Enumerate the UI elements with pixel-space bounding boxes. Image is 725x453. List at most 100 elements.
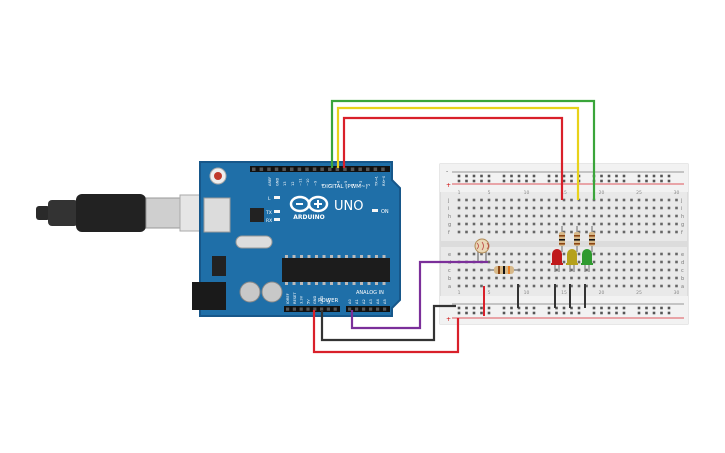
arduino-board: ARDUINO UNO DIGITAL (PWM~) POWER ANALOG … — [192, 161, 401, 317]
bb-hole — [510, 306, 513, 310]
header-hole — [381, 167, 385, 171]
bb-hole — [555, 214, 558, 218]
row-letter: e — [448, 252, 451, 258]
bb-hole — [660, 179, 663, 183]
bb-hole — [487, 260, 491, 264]
bb-hole — [622, 268, 626, 272]
bb-hole — [472, 276, 476, 280]
bb-hole — [510, 311, 513, 315]
bb-hole — [570, 198, 573, 202]
bb-hole — [622, 214, 626, 218]
bb-hole — [510, 260, 513, 264]
col-number: 1 — [458, 290, 461, 296]
bb-hole — [570, 179, 573, 183]
bb-hole — [600, 198, 603, 202]
bb-hole — [570, 306, 573, 310]
bb-hole — [517, 179, 521, 183]
bb-hole — [562, 260, 566, 264]
bb-hole — [577, 252, 581, 256]
bb-hole — [495, 230, 498, 234]
bb-hole — [540, 214, 543, 218]
bb-hole — [525, 306, 528, 310]
bb-hole — [645, 179, 648, 183]
bb-hole — [600, 252, 603, 256]
bb-hole — [660, 222, 663, 226]
header-hole — [267, 167, 271, 171]
bb-hole — [510, 222, 513, 226]
bb-hole — [615, 268, 618, 272]
bb-hole — [532, 206, 536, 210]
bb-hole — [472, 311, 476, 315]
rail-plus-top: + — [446, 182, 451, 189]
bb-hole — [525, 222, 528, 226]
bb-hole — [615, 214, 618, 218]
bb-hole — [480, 198, 483, 202]
bb-hole — [547, 268, 551, 272]
header-hole — [290, 167, 294, 171]
bb-hole — [457, 276, 461, 280]
bb-hole — [577, 284, 581, 288]
bb-hole — [457, 252, 461, 256]
bb-hole — [622, 284, 626, 288]
bb-hole — [660, 198, 663, 202]
bb-hole — [532, 230, 536, 234]
bb-hole — [472, 284, 476, 288]
header-hole — [383, 307, 387, 311]
bb-hole — [652, 206, 656, 210]
bb-hole — [675, 230, 678, 234]
col-number: 10 — [524, 290, 530, 296]
bb-hole — [637, 230, 641, 234]
bb-hole — [502, 222, 506, 226]
bb-hole — [630, 276, 633, 280]
pin-label: A0 — [348, 299, 352, 304]
bb-hole — [667, 206, 671, 210]
bb-hole — [540, 284, 543, 288]
header-hole — [282, 167, 286, 171]
capacitor-2 — [261, 281, 283, 303]
bb-hole — [510, 284, 513, 288]
bb-hole — [487, 214, 491, 218]
bb-hole — [600, 268, 603, 272]
bb-hole — [480, 311, 483, 315]
col-number: 25 — [636, 290, 642, 296]
bb-hole — [562, 268, 566, 272]
bb-hole — [607, 214, 611, 218]
bb-hole — [495, 252, 498, 256]
bb-hole — [607, 306, 611, 310]
bb-hole — [480, 222, 483, 226]
bb-hole — [465, 222, 468, 226]
bb-hole — [660, 284, 663, 288]
bb-hole — [660, 206, 663, 210]
chip-small — [250, 208, 264, 222]
header-hole — [348, 307, 352, 311]
uno-label: UNO — [334, 199, 363, 214]
header-hole — [306, 307, 310, 311]
bb-hole — [540, 268, 543, 272]
bb-hole — [457, 222, 461, 226]
bb-hole — [562, 222, 566, 226]
bb-hole — [562, 284, 566, 288]
bb-hole — [607, 222, 611, 226]
header-hole — [333, 307, 337, 311]
bb-hole — [525, 268, 528, 272]
bb-hole — [457, 174, 461, 178]
bb-hole — [645, 311, 648, 315]
bb-hole — [600, 311, 603, 315]
bb-hole — [667, 311, 671, 315]
bb-hole — [660, 230, 663, 234]
col-number: 5 — [488, 190, 491, 196]
header-hole — [366, 167, 370, 171]
bb-hole — [547, 306, 551, 310]
bb-hole — [480, 206, 483, 210]
pin-label: 7 — [329, 184, 333, 186]
bb-hole — [495, 222, 498, 226]
pin-label: 4 — [352, 183, 356, 186]
header-hole — [369, 307, 373, 311]
pin-label: 13 — [283, 181, 287, 186]
bb-hole — [540, 252, 543, 256]
bb-hole — [592, 252, 596, 256]
bb-hole — [495, 276, 498, 280]
bb-hole — [675, 268, 678, 272]
bb-hole — [510, 252, 513, 256]
pin-label: RESET — [293, 292, 297, 304]
